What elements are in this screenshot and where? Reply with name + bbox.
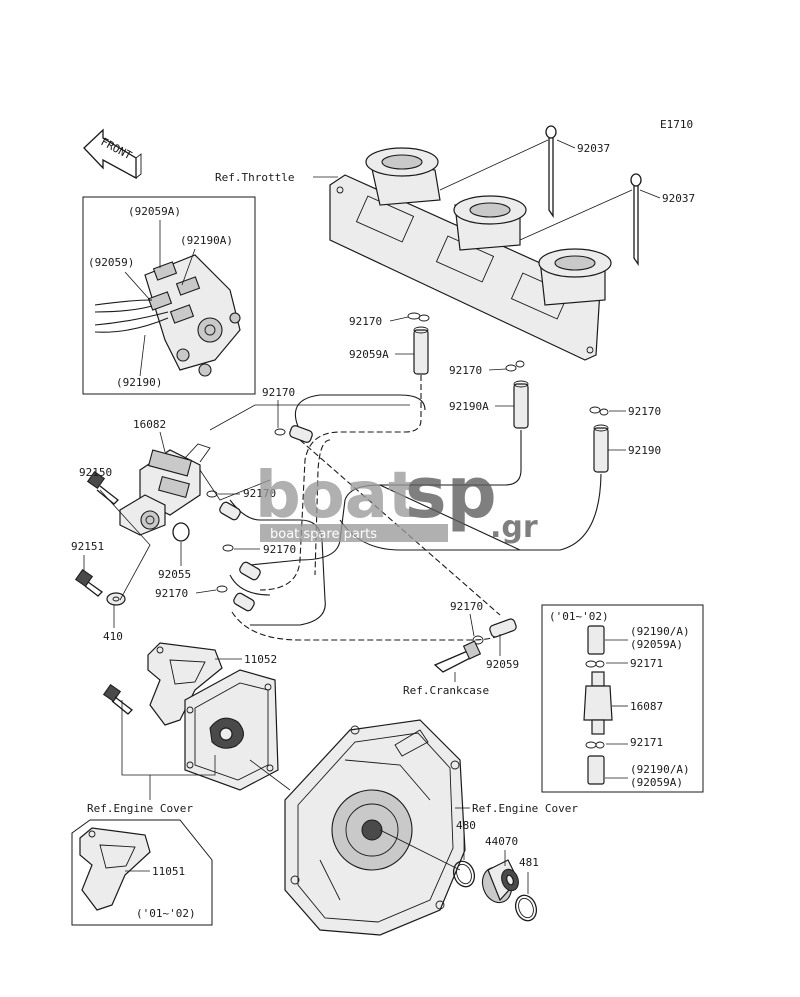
diagram-code: E1710 — [660, 118, 693, 131]
label-92170-c: 92170 — [628, 405, 661, 418]
pump-plate — [184, 669, 279, 791]
front-arrow-icon: FRONT — [83, 128, 142, 180]
engine-cover — [284, 719, 466, 936]
inset-right-label-3: 92171 — [630, 657, 663, 670]
label-92170-a: 92170 — [349, 315, 382, 328]
ref-engine-cover-left: Ref.Engine Cover — [87, 802, 193, 815]
inset-right-label-7: (92059A) — [630, 776, 683, 789]
label-92170-h: 92170 — [450, 600, 483, 613]
hose-stub-left-2 — [222, 544, 261, 581]
bolt-engine-cover — [102, 683, 133, 715]
watermark-tld: .gr — [490, 510, 538, 545]
hose-stub-left-3 — [216, 585, 255, 612]
inset-right-hose-bottom — [587, 755, 605, 785]
inset-label-92190A: (92190A) — [180, 234, 233, 247]
inset-right-clamp-bottom — [585, 741, 605, 749]
label-11051: 11051 — [152, 865, 185, 878]
label-92170-d: 92170 — [262, 386, 295, 399]
ref-engine-cover-right: Ref.Engine Cover — [472, 802, 578, 815]
stud-bolt-92037-a — [545, 125, 557, 219]
inset-right-label-5: 92171 — [630, 736, 663, 749]
inset-right-filter-16087 — [583, 671, 613, 735]
ref-throttle-label: Ref.Throttle — [215, 171, 294, 184]
bracket-11052 — [147, 642, 223, 726]
watermark-tagline: boat spare parts — [270, 527, 377, 542]
inset-right-hose-top — [587, 625, 605, 655]
label-92190: 92190 — [628, 444, 661, 457]
label-92037-b: 92037 — [662, 192, 695, 205]
inset-right-label-6: (92190/A) — [630, 763, 690, 776]
inset-right-clamp-top — [585, 660, 605, 668]
hose-stub-left-upper — [274, 425, 313, 443]
bolt-92150 — [86, 470, 119, 505]
bearing-44070 — [481, 859, 519, 904]
watermark-main: boat — [255, 459, 419, 533]
label-11052: 11052 — [244, 653, 277, 666]
inset-right-label-4: 16087 — [630, 700, 663, 713]
label-92055: 92055 — [158, 568, 191, 581]
label-92190A: 92190A — [449, 400, 489, 413]
hose-stub-left-1 — [206, 490, 241, 521]
clamp-92170-right — [589, 406, 609, 416]
inset-top-left-frame — [82, 196, 256, 395]
inset-right-frame — [541, 604, 704, 793]
clamp-92170-top — [407, 312, 430, 322]
o-ring-92055 — [172, 522, 190, 542]
label-16082: 16082 — [133, 418, 166, 431]
label-92170-f: 92170 — [263, 543, 296, 556]
intake-manifold — [329, 147, 612, 361]
valve-16082 — [119, 443, 211, 536]
label-92037-a: 92037 — [577, 142, 610, 155]
label-481: 481 — [519, 856, 539, 869]
label-410: 410 — [103, 630, 123, 643]
bracket-11051 — [79, 827, 151, 911]
crankcase-fitting — [433, 640, 482, 673]
inset-bottom-left-year: ('01~'02) — [136, 907, 196, 920]
inset-label-92059: (92059) — [88, 256, 134, 269]
label-480: 480 — [456, 819, 476, 832]
inset-right-label-1: (92190/A) — [630, 625, 690, 638]
inset-top-left-valve — [94, 254, 241, 377]
label-92150: 92150 — [79, 466, 112, 479]
watermark-accent: sp — [405, 452, 497, 534]
label-92059: 92059 — [486, 658, 519, 671]
label-92059A: 92059A — [349, 348, 389, 361]
watermark-logo: boat sp .gr boat spare parts — [255, 452, 538, 545]
circlip-480 — [452, 860, 476, 888]
inset-label-92190: (92190) — [116, 376, 162, 389]
label-92170-e: 92170 — [243, 487, 276, 500]
stud-bolt-92037-b — [630, 173, 642, 267]
bolt-92151 — [74, 568, 104, 597]
inset-right-year: ('01~'02) — [549, 610, 609, 623]
inset-label-92059A: (92059A) — [128, 205, 181, 218]
hose-stub-92059 — [472, 618, 517, 645]
front-label: FRONT — [99, 135, 135, 162]
washer-410 — [106, 592, 126, 606]
inset-right-label-2: (92059A) — [630, 638, 683, 651]
circlip-481 — [514, 894, 538, 922]
clamp-92170-mid — [505, 360, 525, 372]
label-92170-g: 92170 — [155, 587, 188, 600]
inset-bottom-left-frame — [71, 819, 213, 926]
label-44070: 44070 — [485, 835, 518, 848]
ref-crankcase-label: Ref.Crankcase — [403, 684, 489, 697]
label-92151: 92151 — [71, 540, 104, 553]
label-92170-b: 92170 — [449, 364, 482, 377]
